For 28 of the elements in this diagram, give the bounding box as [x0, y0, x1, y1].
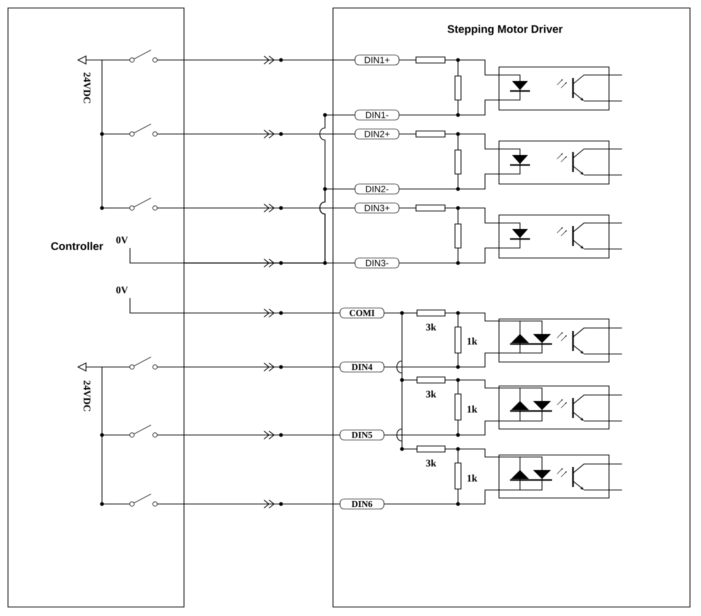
resistor-value: 1k: [468, 338, 478, 344]
wire: [184, 56, 356, 64]
voltage-label: 24VDC: [84, 72, 90, 104]
wire: [184, 362, 340, 372]
terminal-label: DIN4: [340, 362, 384, 372]
resistor-value: 3k: [426, 390, 436, 398]
resistor-value: 3k: [426, 323, 436, 331]
terminal-label: DIN3+: [354, 202, 400, 214]
terminal-label: DIN2+: [354, 128, 400, 140]
terminal-label: DIN1+: [354, 54, 400, 66]
wire: [184, 308, 340, 318]
wire: [184, 430, 340, 440]
terminal-label: DIN1-: [354, 110, 400, 120]
voltage-label: 24VDC: [84, 380, 90, 412]
terminal-label: COMI: [340, 308, 384, 318]
terminal-label: DIN6: [340, 498, 384, 510]
wire: [184, 130, 356, 138]
resistor-value: 3k: [426, 459, 436, 467]
wire: [184, 500, 340, 508]
terminal-label: DIN5: [340, 430, 384, 440]
resistor-value: 1k: [468, 406, 478, 412]
voltage-label: 0V: [116, 286, 128, 294]
resistor-value: 1k: [468, 474, 478, 482]
wire: [184, 204, 356, 212]
wire: [184, 258, 356, 268]
terminal-label: DIN3-: [354, 258, 400, 268]
terminal-label: DIN2-: [354, 184, 400, 194]
voltage-label: 0V: [116, 236, 128, 244]
